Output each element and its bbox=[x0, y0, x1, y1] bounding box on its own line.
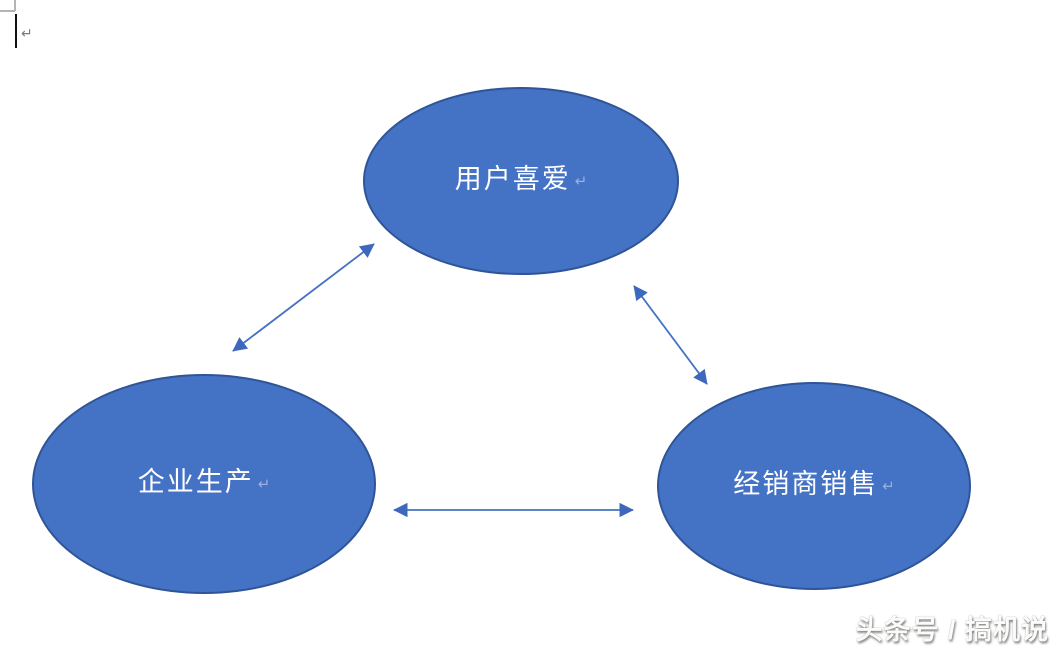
text-cursor bbox=[15, 14, 17, 48]
node-label: 用户喜爱 bbox=[454, 163, 571, 194]
paragraph-mark-icon: ↵ bbox=[574, 173, 588, 190]
arrow-producer-userlove[interactable] bbox=[232, 243, 375, 352]
paragraph-mark-icon: ↵ bbox=[882, 478, 895, 495]
page-margin-corner-mark bbox=[0, 10, 15, 12]
watermark: 头条号 / 搞机说 bbox=[855, 615, 1049, 645]
ellipse-node-distributor[interactable]: 经销商销售 ↵ bbox=[657, 382, 971, 590]
arrow-userlove-distributor[interactable] bbox=[633, 285, 708, 385]
ellipse-node-user-love[interactable]: 用户喜爱 ↵ bbox=[363, 87, 679, 275]
node-label: 企业生产 bbox=[137, 466, 254, 497]
paragraph-mark-icon: ↵ bbox=[257, 476, 271, 493]
node-label: 经销商销售 bbox=[733, 468, 879, 499]
ellipse-node-producer[interactable]: 企业生产 ↵ bbox=[32, 374, 376, 594]
paragraph-mark-icon: ↵ bbox=[21, 25, 33, 41]
page-margin-corner-mark bbox=[14, 0, 16, 11]
